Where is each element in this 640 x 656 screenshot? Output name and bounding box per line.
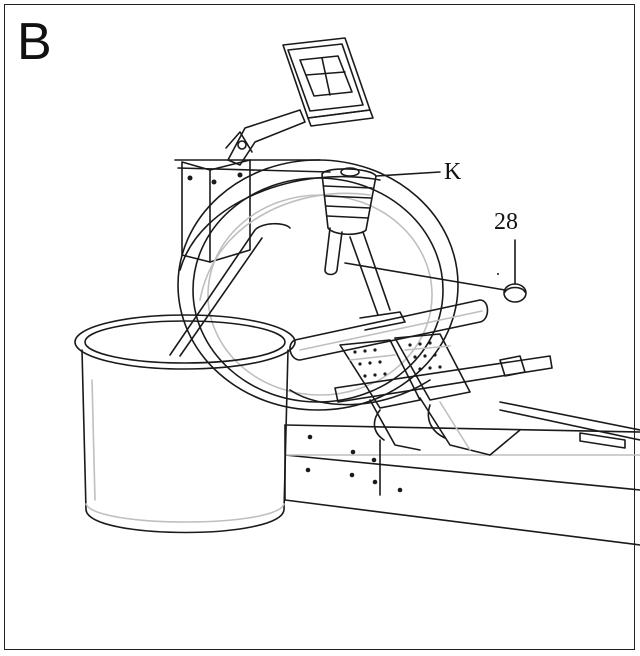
rail-beam <box>285 402 640 545</box>
water-tank <box>178 160 458 410</box>
handle-and-knob-k <box>322 168 440 315</box>
figure-frame <box>4 4 635 650</box>
drain-hose <box>170 224 290 356</box>
monitor-assembly <box>226 38 373 165</box>
bucket <box>75 315 295 533</box>
handle-bar <box>290 300 488 360</box>
step-label: B <box>17 13 52 71</box>
rear-column <box>175 160 330 262</box>
footrests <box>335 334 552 455</box>
plug-28 <box>345 240 526 302</box>
callout-label-k: K <box>444 159 462 185</box>
callout-label-28: 28 <box>494 209 518 235</box>
